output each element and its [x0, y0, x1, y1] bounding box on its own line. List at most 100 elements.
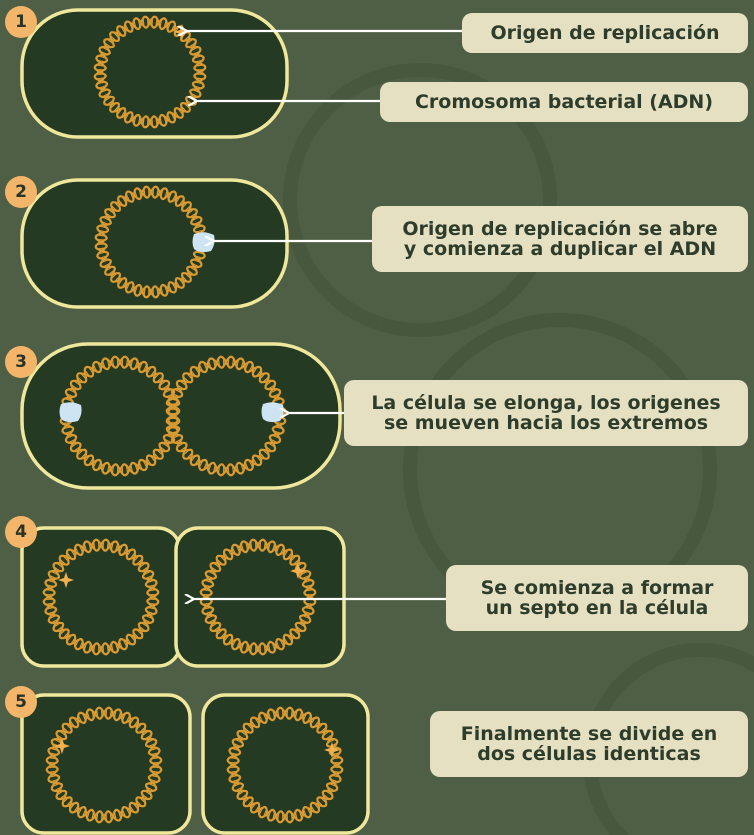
dna-base-pair [231, 639, 237, 647]
dna-base-pair [270, 388, 278, 394]
dna-base-pair [129, 634, 136, 642]
dna-base-pair [142, 460, 148, 468]
origin-of-replication-open [261, 402, 284, 423]
dna-base-pair [114, 201, 121, 209]
dna-base-pair [300, 570, 308, 576]
step-number-badge: 1 [5, 6, 37, 38]
dna-base-pair [114, 642, 119, 651]
dna-base-pair [250, 541, 253, 550]
chromosome-dna [165, 355, 287, 477]
dna-base-pair [168, 421, 177, 425]
dna-base-pair [193, 259, 202, 264]
dna-base-pair [256, 369, 262, 377]
dna-base-pair [156, 449, 164, 456]
dna-base-pair [156, 287, 159, 296]
dna-base-pair [136, 629, 143, 636]
dna-base-pair [110, 643, 114, 652]
label-line: un septo en la célula [485, 597, 709, 619]
dna-base-pair [193, 220, 202, 225]
dna-base-pair [194, 225, 203, 229]
dna-base-pair [290, 709, 293, 718]
chromosome-dna [42, 538, 160, 656]
dna-base-pair [146, 610, 155, 615]
dna-base-pair [118, 545, 123, 553]
dna-base-pair [210, 622, 218, 628]
dna-base-pair [187, 208, 195, 215]
dna-base-pair [73, 805, 79, 813]
dna-base-pair [204, 579, 213, 584]
label-line: Origen de replicación se abre [402, 218, 718, 240]
dna-base-pair [259, 372, 266, 380]
dna-base-pair [110, 272, 118, 279]
dna-base-pair [122, 639, 128, 647]
dna-base-pair [151, 770, 160, 773]
dna-base-pair [96, 64, 105, 67]
dna-base-pair [171, 193, 177, 202]
dna-base-pair [325, 734, 333, 740]
cell-membrane [20, 178, 289, 309]
dna-base-pair [155, 117, 158, 126]
dna-base-pair [193, 85, 202, 89]
dna-base-pair [146, 457, 152, 466]
dna-base-pair [332, 770, 341, 773]
origin-of-replication-closed [324, 742, 340, 758]
dna-base-pair [176, 384, 185, 390]
label-cell-elongates: La célula se elonga, los origenes se mue… [344, 380, 748, 446]
dna-base-pair [82, 713, 87, 721]
dna-base-pair [88, 366, 94, 375]
dna-base-pair [216, 629, 223, 636]
dna-base-pair [106, 464, 110, 473]
dna-base-pair [163, 115, 167, 124]
dna-base-pair [170, 430, 179, 434]
dna-base-pair [84, 369, 90, 377]
dna-base-pair [118, 641, 123, 649]
dna-base-pair [236, 641, 241, 649]
dna-base-pair [191, 216, 200, 222]
dna-base-pair [77, 715, 83, 723]
dna-base-pair [217, 465, 221, 474]
dna-base-pair [184, 205, 192, 212]
dna-base-pair [195, 229, 204, 233]
dna-base-pair [106, 99, 114, 106]
chromosome-dna [226, 706, 344, 824]
dna-base-pair [74, 547, 80, 555]
dna-base-pair [275, 421, 284, 425]
dna-base-pair [93, 541, 96, 550]
dna-base-pair [96, 77, 105, 80]
dna-base-pair [177, 108, 184, 116]
dna-base-pair [286, 552, 293, 560]
dna-base-pair [182, 449, 190, 456]
dna-base-pair [105, 212, 113, 218]
dna-base-pair [192, 50, 201, 55]
dna-base-pair [99, 255, 108, 259]
dna-base-pair [294, 811, 298, 820]
dna-base-pair [59, 730, 67, 737]
dna-base-pair [56, 790, 64, 796]
dna-base-pair [160, 189, 164, 198]
dna-base-pair [117, 711, 122, 720]
dna-base-pair [54, 786, 62, 792]
dna-base-pair [62, 632, 69, 639]
dna-base-pair [156, 376, 164, 383]
dna-base-pair [141, 730, 149, 737]
dna-base-pair [229, 770, 238, 773]
dna-base-pair [213, 562, 221, 569]
dna-base-pair [219, 555, 226, 562]
dna-base-pair [149, 747, 158, 752]
dna-base-pair [143, 188, 146, 197]
dna-base-pair [186, 38, 194, 45]
dna-base-pair [267, 810, 272, 819]
dna-base-pair [293, 558, 300, 565]
dna-base-pair [169, 402, 178, 406]
step-number-badge: 3 [5, 346, 37, 378]
dna-base-pair [187, 269, 195, 276]
dna-base-pair [86, 810, 91, 819]
dna-base-pair [170, 398, 179, 402]
dna-base-pair [240, 730, 248, 737]
dna-base-pair [164, 285, 168, 294]
dna-base-pair [49, 774, 58, 778]
dna-base-pair [113, 811, 117, 820]
dna-base-pair [92, 364, 98, 372]
dna-base-pair [138, 189, 142, 198]
dna-base-pair [263, 541, 266, 550]
